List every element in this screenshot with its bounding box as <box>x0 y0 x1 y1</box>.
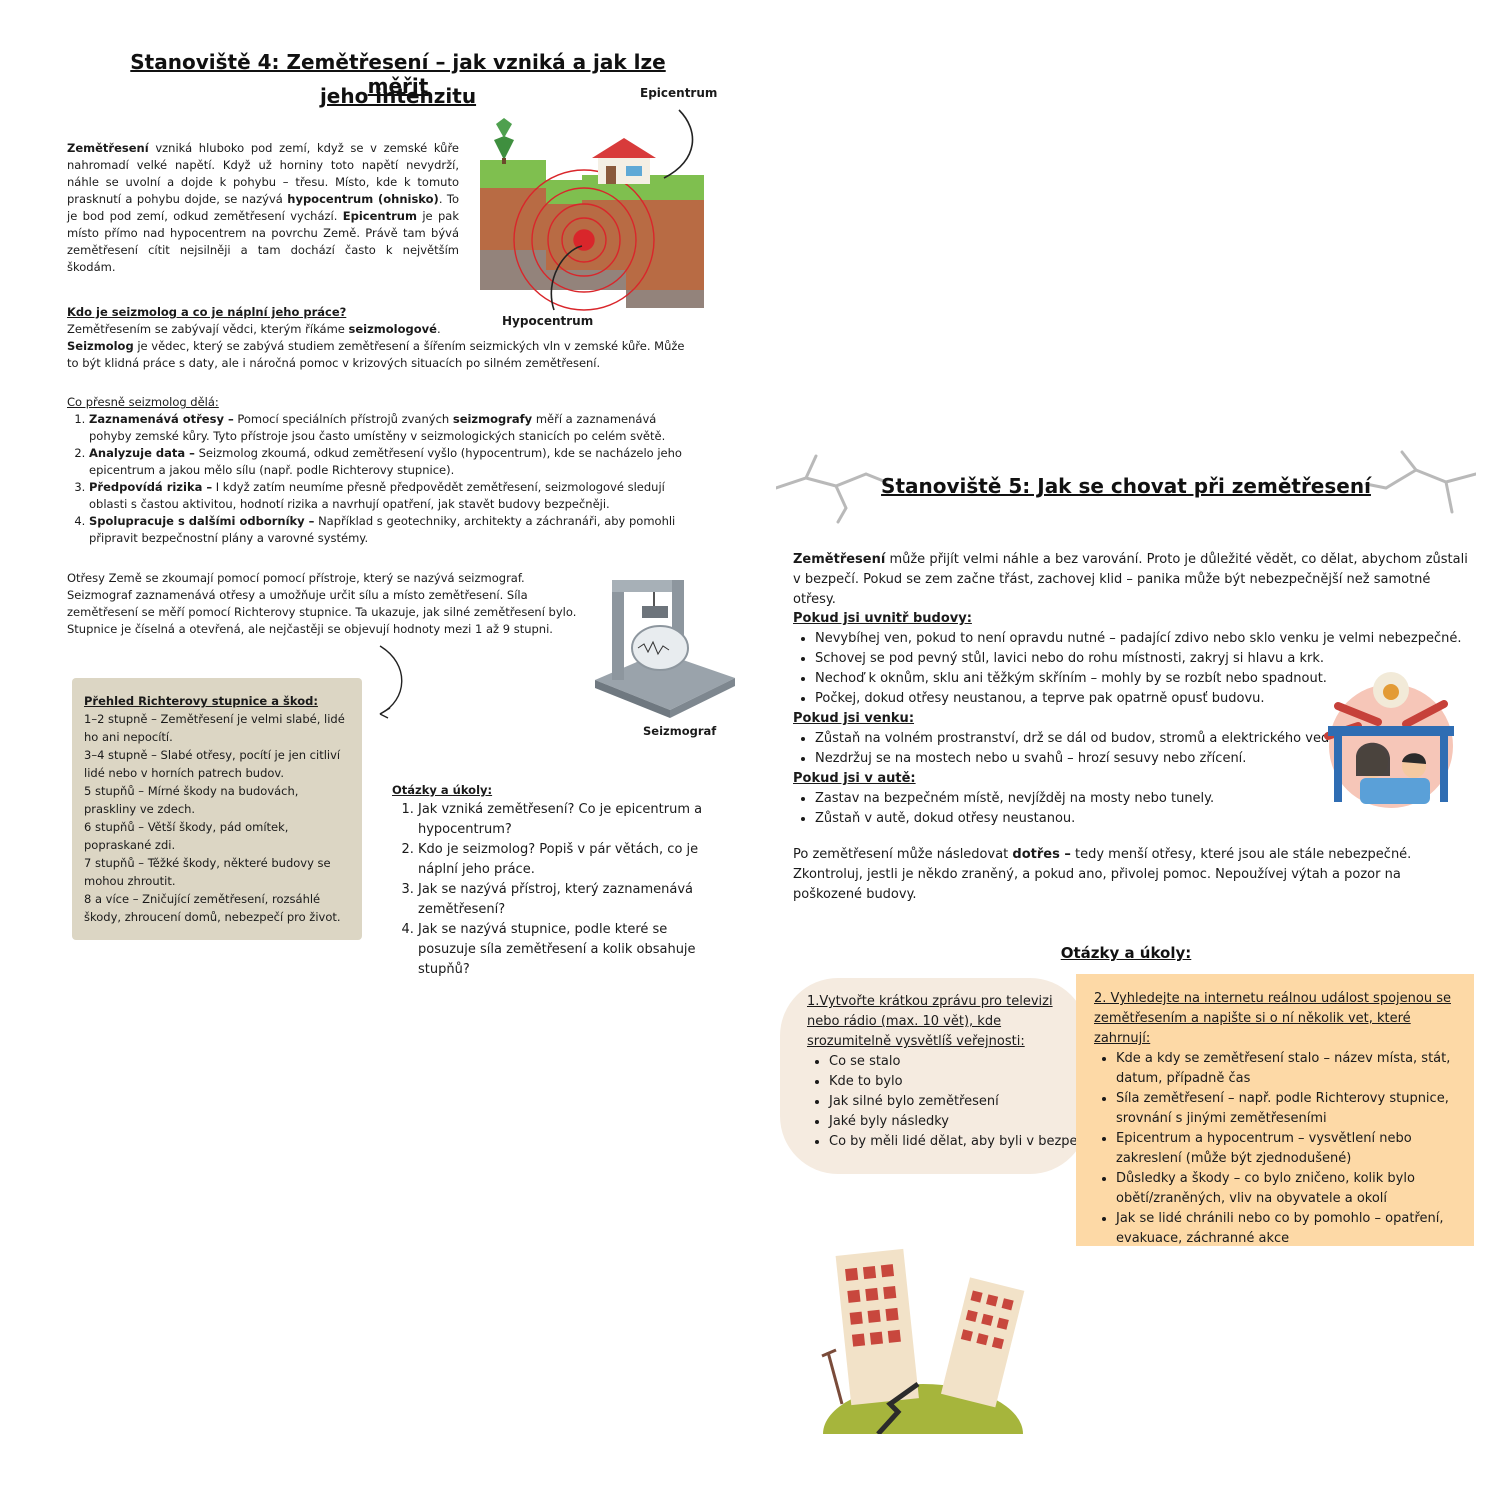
intro-text-3: je pak místo přímo nad hypocentrem na po… <box>67 209 459 274</box>
seismologist-line-2: Seizmolog je vědec, který se zabývá stud… <box>67 339 685 370</box>
rule-item: Nevybíhej ven, pokud to není opravdu nut… <box>815 629 1473 649</box>
richter-heading: Přehled Richterovy stupnice a škod: <box>84 694 318 708</box>
seismologist-section: Kdo je seizmolog a co je náplní jeho prá… <box>67 304 697 372</box>
outside-heading: Pokud jsi venku: <box>793 711 915 726</box>
richter-scale-box <box>72 678 362 940</box>
duties-heading: Co přesně seizmolog dělá: <box>67 395 219 409</box>
task-item: Co by měli lidé dělat, aby byli v bezpeč… <box>829 1132 1089 1152</box>
richter-line: 3–4 stupně – Slabé otřesy, pocítí je jen… <box>84 748 341 780</box>
epicentrum-label: Epicentrum <box>640 86 718 100</box>
task1-content: 1.Vytvořte krátkou zprávu pro televizi n… <box>807 992 1089 1152</box>
richter-line: 6 stupňů – Větší škody, pád omítek, popr… <box>84 820 289 852</box>
intro-term-epicentrum: Epicentrum <box>342 209 417 223</box>
station4-title-line1: Stanoviště 4: Zemětřesení – jak vzniká a… <box>130 50 666 98</box>
task-item: Co se stalo <box>829 1052 1089 1072</box>
inside-heading: Pokud jsi uvnitř budovy: <box>793 611 972 626</box>
intro-text-2: . To je bod pod zemí, odkud zemětřesení … <box>67 192 459 223</box>
task-item: Kde a kdy se zemětřesení stalo – název m… <box>1116 1049 1454 1089</box>
seismograph-label: Seizmograf <box>643 724 717 738</box>
richter-line: 1–2 stupně – Zemětřesení je velmi slabé,… <box>84 712 345 744</box>
seismologist-line-1: Zemětřesením se zabývají vědci, kterým ř… <box>67 322 441 336</box>
question-item: Kdo je seizmolog? Popiš v pár větách, co… <box>418 840 704 880</box>
task-item: Síla zemětřesení – např. podle Richterov… <box>1116 1089 1454 1129</box>
task1-heading: 1.Vytvořte krátkou zprávu pro televizi n… <box>807 994 1053 1049</box>
task-item: Důsledky a škody – co bylo zničeno, koli… <box>1116 1169 1454 1209</box>
question-item: Jak se nazývá přístroj, který zaznamenáv… <box>418 880 704 920</box>
outside-list: Zůstaň na volném prostranství, drž se dá… <box>793 729 1473 769</box>
curved-arrow-icon <box>370 644 410 720</box>
intro-text-1: vzniká hluboko pod zemí, když se v zemsk… <box>67 141 459 206</box>
duty-item: Předpovídá rizika – I když zatím neumíme… <box>89 479 692 513</box>
earthquake-intro: Zemětřesení vzniká hluboko pod zemí, kdy… <box>67 140 459 276</box>
duties-list: Zaznamenává otřesy – Pomocí speciálních … <box>67 411 692 547</box>
rule-item: Zastav na bezpečném místě, nevjížděj na … <box>815 789 1473 809</box>
task1-list: Co se stalo Kde to bylo Jak silné bylo z… <box>807 1052 1089 1152</box>
richter-scale-content: Přehled Richterovy stupnice a škod: 1–2 … <box>84 692 354 926</box>
seismograph-image <box>590 570 740 720</box>
task-item: Jak se lidé chránili nebo co by pomohlo … <box>1116 1209 1454 1249</box>
station4-questions-list: Jak vzniká zemětřesení? Co je epicentrum… <box>392 800 704 980</box>
intro-term-hypocentrum: hypocentrum (ohnisko) <box>287 192 439 206</box>
car-heading: Pokud jsi v autě: <box>793 771 916 786</box>
rule-item: Nezdržuj se na mostech nebo u svahů – hr… <box>815 749 1473 769</box>
crack-decoration <box>774 448 1478 528</box>
station5-questions-heading: Otázky a úkoly: <box>1060 944 1192 962</box>
seismologist-heading: Kdo je seizmolog a co je náplní jeho prá… <box>67 305 347 319</box>
station4-title-line2: jeho intenzitu <box>319 84 477 108</box>
rule-item: Schovej se pod pevný stůl, lavici nebo d… <box>815 649 1473 669</box>
inside-list: Nevybíhej ven, pokud to není opravdu nut… <box>793 629 1473 709</box>
duty-item: Analyzuje data – Seizmolog zkoumá, odkud… <box>89 445 692 479</box>
hypocentrum-label: Hypocentrum <box>502 314 594 328</box>
duty-item: Zaznamenává otřesy – Pomocí speciálních … <box>89 411 692 445</box>
task1-box <box>780 978 1088 1174</box>
station5-intro: Zemětřesení může přijít velmi náhle a be… <box>793 552 1468 607</box>
rule-item: Nechoď k oknům, sklu ani těžkým skříním … <box>815 669 1473 689</box>
station4-questions: Otázky a úkoly: Jak vzniká zemětřesení? … <box>392 780 704 980</box>
task2-box <box>1076 974 1474 1246</box>
question-item: Jak vzniká zemětřesení? Co je epicentrum… <box>418 800 704 840</box>
task2-heading: 2. Vyhledejte na internetu reálnou událo… <box>1094 991 1451 1046</box>
family-under-table-illustration <box>1318 666 1464 810</box>
station5-title: Stanoviště 5: Jak se chovat při zemětřes… <box>881 474 1371 498</box>
rule-item: Zůstaň na volném prostranství, drž se dá… <box>815 729 1473 749</box>
duty-item: Spolupracuje s dalšími odborníky – Napří… <box>89 513 692 547</box>
station4-questions-heading: Otázky a úkoly: <box>392 783 493 797</box>
task2-content: 2. Vyhledejte na internetu reálnou událo… <box>1094 989 1454 1249</box>
task-item: Kde to bylo <box>829 1072 1089 1092</box>
intro-term-zemetreseni: Zemětřesení <box>67 141 149 155</box>
safety-rules: Pokud jsi uvnitř budovy: Nevybíhej ven, … <box>793 609 1473 829</box>
task-item: Jak silné bylo zemětřesení <box>829 1092 1089 1112</box>
task-item: Jaké byly následky <box>829 1112 1089 1132</box>
aftershock-paragraph: Po zemětřesení může následovat dotřes – … <box>793 847 1412 902</box>
richter-line: 7 stupňů – Těžké škody, některé budovy s… <box>84 856 331 888</box>
rule-item: Počkej, dokud otřesy neustanou, a teprve… <box>815 689 1473 709</box>
richter-line: 5 stupňů – Mírné škody na budovách, pras… <box>84 784 299 816</box>
car-list: Zastav na bezpečném místě, nevjížděj na … <box>793 789 1473 829</box>
duties-section: Co přesně seizmolog dělá: Zaznamenává ot… <box>67 394 692 547</box>
task2-list: Kde a kdy se zemětřesení stalo – název m… <box>1094 1049 1454 1249</box>
richter-line: 8 a více – Zničující zemětřesení, rozsáh… <box>84 892 341 924</box>
question-item: Jak se nazývá stupnice, podle které se p… <box>418 920 704 980</box>
collapsed-buildings-illustration <box>818 1244 1028 1484</box>
task-item: Epicentrum a hypocentrum – vysvětlení ne… <box>1116 1129 1454 1169</box>
seismograph-paragraph: Otřesy Země se zkoumají pomocí pomocí př… <box>67 571 577 636</box>
rule-item: Zůstaň v autě, dokud otřesy neustanou. <box>815 809 1473 829</box>
earthquake-illustration <box>474 100 724 315</box>
